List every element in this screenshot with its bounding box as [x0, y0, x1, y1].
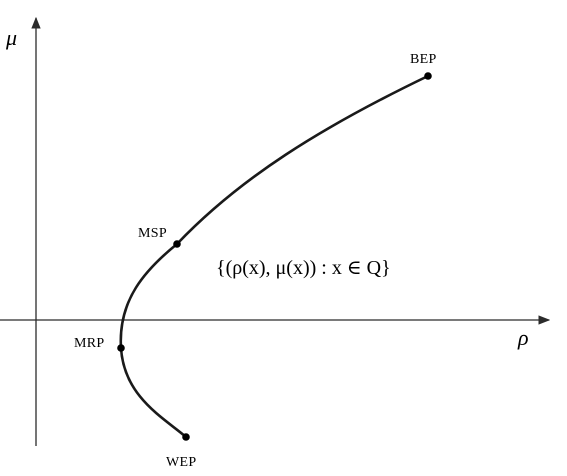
point-mrp: [117, 344, 125, 352]
set-notation: {(ρ(x), μ(x)) : x ∈ Q}: [216, 257, 391, 279]
label-bep: BEP: [410, 52, 437, 67]
point-wep: [182, 433, 190, 441]
point-msp: [173, 240, 181, 248]
point-bep: [424, 72, 432, 80]
frontier-curve: [119, 74, 430, 439]
label-mrp: MRP: [74, 336, 104, 351]
label-msp: MSP: [138, 226, 167, 241]
label-wep: WEP: [166, 455, 196, 470]
y-axis-label: μ: [5, 25, 17, 50]
x-axis-label: ρ: [517, 325, 529, 350]
